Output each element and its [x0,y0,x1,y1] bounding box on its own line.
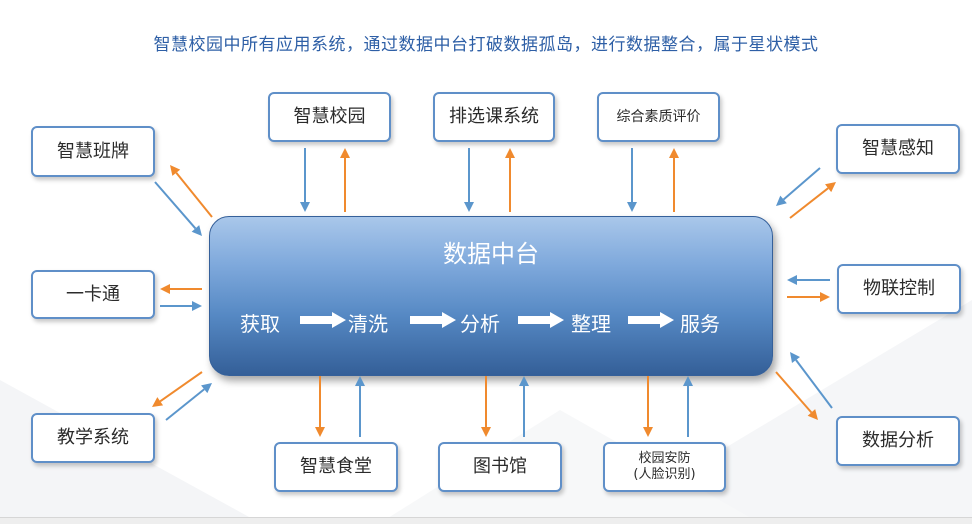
node-library: 图书馆 [438,442,562,492]
node-one-card: 一卡通 [31,270,155,319]
node-smart-sensing: 智慧感知 [836,124,960,174]
flow-step-acquire: 获取 [240,312,280,336]
footer-divider [0,517,972,524]
node-data-analysis: 数据分析 [836,416,960,466]
node-smart-campus: 智慧校园 [268,92,391,142]
hub-title: 数据中台 [443,240,539,268]
node-campus-security: 校园安防 (人脸识别) [603,442,726,492]
flow-step-clean: 清洗 [348,312,388,336]
flow-arrow-icon [628,312,674,328]
node-smart-board: 智慧班牌 [31,126,155,177]
flow-arrow-icon [300,312,346,328]
flow-step-serve: 服务 [680,312,720,336]
flow-arrow-icon [410,312,456,328]
caption-text: 智慧校园中所有应用系统，通过数据中台打破数据孤岛，进行数据整合，属于星状模式 [153,35,819,55]
node-quality-evaluation: 综合素质评价 [597,92,720,142]
campus-security-sublabel: (人脸识别) [633,467,696,482]
data-middle-platform: 数据中台 获取 清洗 分析 整理 服务 [209,216,773,376]
node-iot-control: 物联控制 [837,264,961,314]
campus-security-label: 校园安防 [638,450,691,466]
node-teaching-system: 教学系统 [31,413,155,463]
node-smart-canteen: 智慧食堂 [274,442,398,492]
flow-step-analyze: 分析 [460,312,500,336]
flow-step-organize: 整理 [571,312,611,336]
node-course-selection: 排选课系统 [433,92,555,142]
flow-arrow-icon [518,312,564,328]
